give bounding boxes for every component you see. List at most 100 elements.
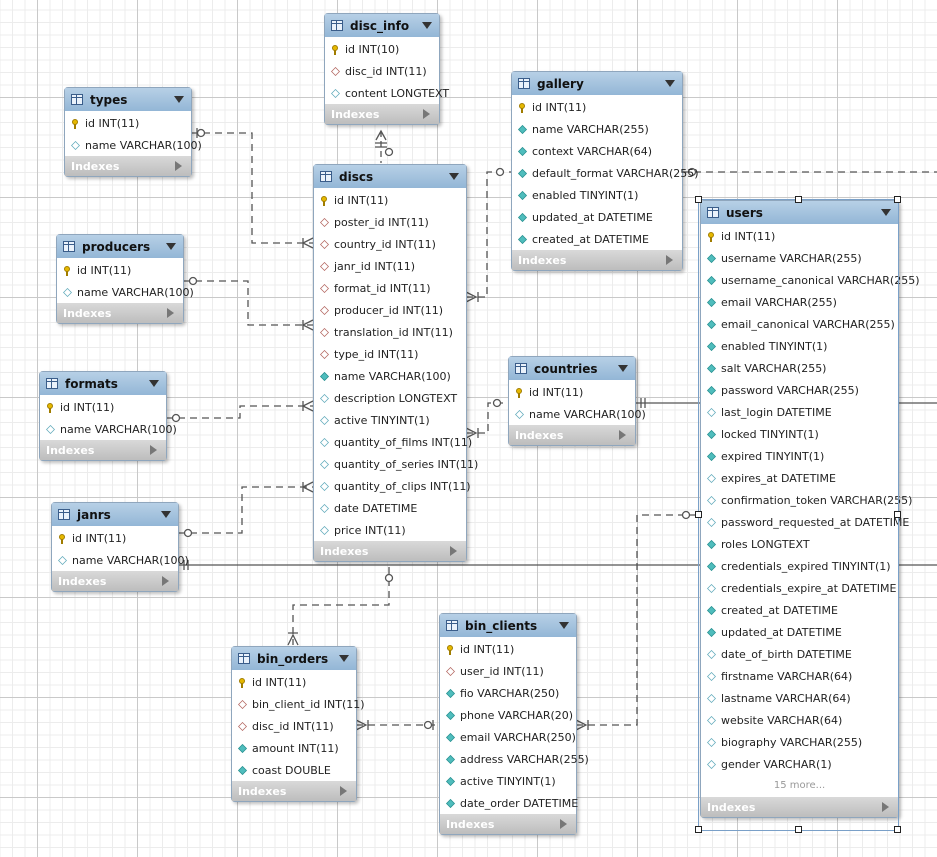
column-row[interactable]: janr_id INT(11)	[314, 255, 466, 277]
indexes-section[interactable]: Indexes	[325, 104, 439, 124]
expand-arrow-icon[interactable]	[450, 546, 457, 556]
collapse-arrow-icon[interactable]	[161, 511, 171, 518]
column-row[interactable]: website VARCHAR(64)	[701, 709, 898, 731]
column-row[interactable]: email VARCHAR(255)	[701, 291, 898, 313]
column-row[interactable]: coast DOUBLE	[232, 759, 356, 781]
column-row[interactable]: id INT(11)	[65, 112, 191, 134]
table-users[interactable]: users id INT(11)username VARCHAR(255)use…	[700, 200, 920, 818]
column-row[interactable]: quantity_of_series INT(11)	[314, 453, 478, 475]
expand-arrow-icon[interactable]	[560, 819, 567, 829]
collapse-arrow-icon[interactable]	[665, 80, 675, 87]
column-row[interactable]: disc_id INT(11)	[325, 60, 439, 82]
column-row[interactable]: date_order DATETIME	[440, 792, 578, 814]
column-row[interactable]: name VARCHAR(100)	[52, 549, 189, 571]
table-formats[interactable]: formats id INT(11)name VARCHAR(100) Inde…	[39, 371, 177, 461]
column-row[interactable]: username VARCHAR(255)	[701, 247, 898, 269]
expand-arrow-icon[interactable]	[882, 802, 889, 812]
column-row[interactable]: bin_client_id INT(11)	[232, 693, 365, 715]
column-row[interactable]: credentials_expire_at DATETIME	[701, 577, 898, 599]
indexes-section[interactable]: Indexes	[440, 814, 576, 834]
column-row[interactable]: description LONGTEXT	[314, 387, 466, 409]
more-columns-label[interactable]: 15 more...	[773, 780, 826, 791]
column-row[interactable]: address VARCHAR(255)	[440, 748, 589, 770]
table-discs[interactable]: discs id INT(11)poster_id INT(11)country…	[313, 164, 478, 562]
resize-handle[interactable]	[695, 826, 702, 833]
column-row[interactable]: created_at DATETIME	[512, 228, 682, 250]
table-countries[interactable]: countries id INT(11)name VARCHAR(100) In…	[508, 356, 646, 446]
column-row[interactable]: name VARCHAR(100)	[40, 418, 177, 440]
column-row[interactable]: price INT(11)	[314, 519, 466, 541]
column-row[interactable]: amount INT(11)	[232, 737, 356, 759]
indexes-section[interactable]: Indexes	[65, 156, 191, 176]
collapse-arrow-icon[interactable]	[174, 96, 184, 103]
table-header[interactable]: countries	[509, 357, 635, 380]
column-row[interactable]: name VARCHAR(100)	[314, 365, 466, 387]
resize-handle[interactable]	[695, 196, 702, 203]
collapse-arrow-icon[interactable]	[339, 655, 349, 662]
column-row[interactable]: id INT(11)	[512, 96, 682, 118]
indexes-section[interactable]: Indexes	[509, 425, 635, 445]
column-row[interactable]: id INT(11)	[52, 527, 178, 549]
column-row[interactable]: expires_at DATETIME	[701, 467, 898, 489]
column-row[interactable]: firstname VARCHAR(64)	[701, 665, 898, 687]
column-row[interactable]: content LONGTEXT	[325, 82, 449, 104]
expand-arrow-icon[interactable]	[340, 786, 347, 796]
resize-handle[interactable]	[894, 196, 901, 203]
column-row[interactable]: id INT(11)	[701, 225, 898, 247]
column-row[interactable]: producer_id INT(11)	[314, 299, 466, 321]
resize-handle[interactable]	[894, 511, 901, 518]
table-types[interactable]: types id INT(11)name VARCHAR(100) Indexe…	[64, 87, 202, 177]
collapse-arrow-icon[interactable]	[559, 622, 569, 629]
column-row[interactable]: roles LONGTEXT	[701, 533, 898, 555]
table-bin-clients[interactable]: bin_clients id INT(11)user_id INT(11)fio…	[439, 613, 589, 835]
expand-arrow-icon[interactable]	[619, 430, 626, 440]
resize-handle[interactable]	[894, 826, 901, 833]
column-row[interactable]: poster_id INT(11)	[314, 211, 466, 233]
column-row[interactable]: updated_at DATETIME	[701, 621, 898, 643]
table-gallery[interactable]: gallery id INT(11)name VARCHAR(255)conte…	[511, 71, 699, 271]
column-row[interactable]: id INT(10)	[325, 38, 439, 60]
column-row[interactable]: enabled TINYINT(1)	[512, 184, 682, 206]
column-row[interactable]: date DATETIME	[314, 497, 466, 519]
column-row[interactable]: translation_id INT(11)	[314, 321, 466, 343]
column-row[interactable]: name VARCHAR(100)	[57, 281, 194, 303]
column-row[interactable]: id INT(11)	[40, 396, 166, 418]
column-row[interactable]: fio VARCHAR(250)	[440, 682, 576, 704]
column-row[interactable]: id INT(11)	[314, 189, 466, 211]
indexes-section[interactable]: Indexes	[57, 303, 183, 323]
column-row[interactable]: context VARCHAR(64)	[512, 140, 682, 162]
column-row[interactable]: created_at DATETIME	[701, 599, 898, 621]
column-row[interactable]: type_id INT(11)	[314, 343, 466, 365]
column-row[interactable]: locked TINYINT(1)	[701, 423, 898, 445]
column-row[interactable]: enabled TINYINT(1)	[701, 335, 898, 357]
column-row[interactable]: country_id INT(11)	[314, 233, 466, 255]
column-row[interactable]: name VARCHAR(100)	[65, 134, 202, 156]
column-row[interactable]: disc_id INT(11)	[232, 715, 356, 737]
column-row[interactable]: active TINYINT(1)	[314, 409, 466, 431]
collapse-arrow-icon[interactable]	[422, 22, 432, 29]
table-header[interactable]: janrs	[52, 503, 178, 526]
table-janrs[interactable]: janrs id INT(11)name VARCHAR(100) Indexe…	[51, 502, 189, 592]
collapse-arrow-icon[interactable]	[166, 243, 176, 250]
column-row[interactable]: id INT(11)	[232, 671, 356, 693]
column-row[interactable]: active TINYINT(1)	[440, 770, 576, 792]
expand-arrow-icon[interactable]	[162, 576, 169, 586]
column-row[interactable]: lastname VARCHAR(64)	[701, 687, 898, 709]
table-header[interactable]: discs	[314, 165, 466, 188]
table-header[interactable]: producers	[57, 235, 183, 258]
column-row[interactable]: password VARCHAR(255)	[701, 379, 898, 401]
column-row[interactable]: id INT(11)	[440, 638, 576, 660]
table-producers[interactable]: producers id INT(11)name VARCHAR(100) In…	[56, 234, 194, 324]
indexes-section[interactable]: Indexes	[314, 541, 466, 561]
column-row[interactable]: quantity_of_clips INT(11)	[314, 475, 471, 497]
resize-handle[interactable]	[795, 826, 802, 833]
column-row[interactable]: salt VARCHAR(255)	[701, 357, 898, 379]
column-row[interactable]: gender VARCHAR(1)	[701, 753, 898, 775]
table-header[interactable]: formats	[40, 372, 166, 395]
table-bin-orders[interactable]: bin_orders id INT(11)bin_client_id INT(1…	[231, 646, 365, 802]
collapse-arrow-icon[interactable]	[149, 380, 159, 387]
resize-handle[interactable]	[795, 196, 802, 203]
expand-arrow-icon[interactable]	[666, 255, 673, 265]
column-row[interactable]: id INT(11)	[57, 259, 183, 281]
column-row[interactable]: format_id INT(11)	[314, 277, 466, 299]
